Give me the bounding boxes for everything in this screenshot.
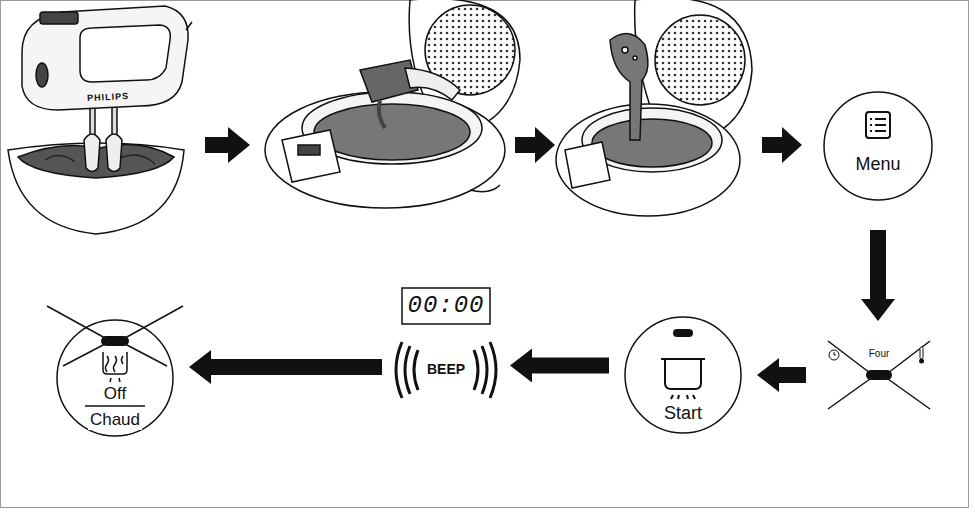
button-outline [822,90,934,202]
button-label: Four [867,348,892,360]
flow-arrow [205,127,250,163]
flow-arrow [762,127,802,163]
flow-arrow [510,349,609,383]
button-outline [820,335,938,415]
menu-button: Menu [822,90,934,202]
flow-arrow [861,230,895,321]
flow-arrow [189,350,382,384]
off-button: OffChaud [55,318,175,438]
cooker-pouring [265,0,520,208]
cooker-scraping [556,0,752,216]
button-label: Menu [853,154,902,175]
start-button: Start [623,315,743,435]
button-label: Start [662,403,704,424]
timer-display: 00:00BEEP [396,288,496,416]
button-label: Off [102,384,128,404]
mode-indicator: Four [820,335,938,415]
button-label: 00:00 [405,292,486,320]
hand-mixer [8,6,192,234]
button-label: BEEP [425,361,467,377]
flow-arrow [757,358,806,392]
button-label: Chaud [88,410,142,430]
flow-arrow [515,127,555,163]
